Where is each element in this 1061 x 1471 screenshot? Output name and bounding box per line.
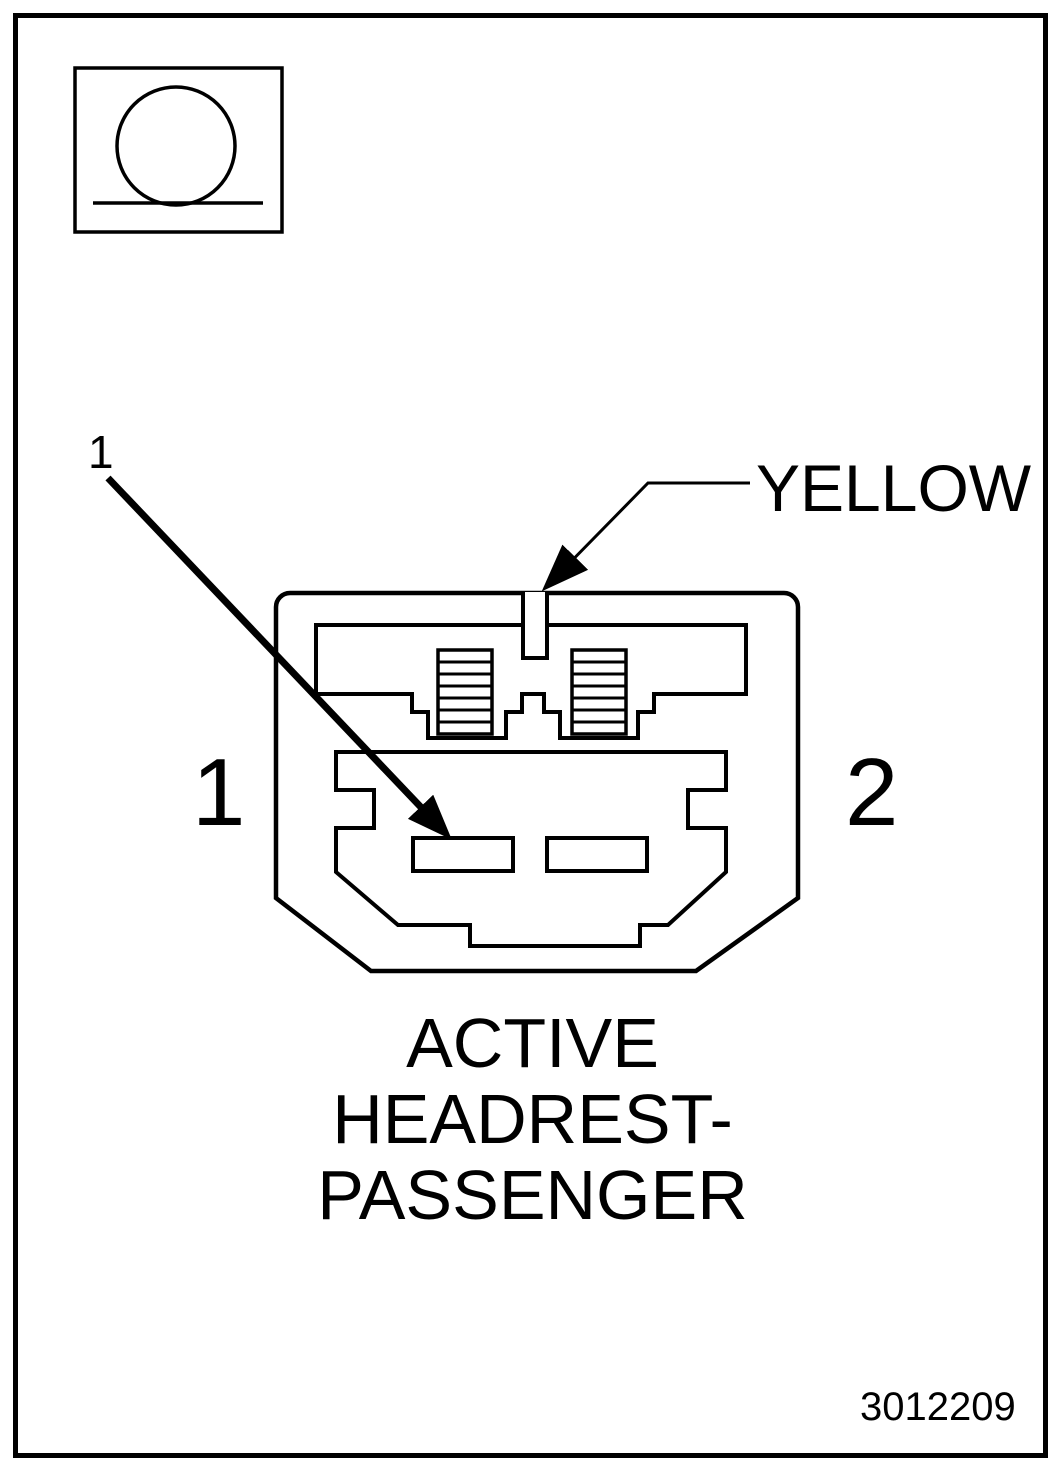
figure-number: 3012209 bbox=[860, 1385, 1016, 1429]
cavity-2-label: 2 bbox=[845, 739, 899, 846]
callout-1-arrow bbox=[105, 475, 452, 840]
center-key-slot bbox=[521, 592, 549, 660]
connector-name: ACTIVE HEADREST- PASSENGER bbox=[250, 1005, 815, 1233]
connector-name-line2: HEADREST- bbox=[332, 1080, 733, 1158]
ohm-icon-box bbox=[73, 66, 284, 234]
connector-name-line3: PASSENGER bbox=[317, 1156, 748, 1234]
wire-color-label: YELLOW bbox=[756, 451, 1032, 525]
terminal-retainer-outline bbox=[314, 623, 748, 740]
terminal-lock-left bbox=[436, 648, 494, 736]
terminal-lock-right-hatch bbox=[572, 660, 626, 724]
connector-face bbox=[273, 590, 801, 974]
terminal-lock-left-hatch bbox=[438, 660, 492, 724]
pin-cavity-1 bbox=[411, 836, 515, 873]
callout-1-label: 1 bbox=[88, 426, 114, 478]
ohm-resistance-icon bbox=[73, 66, 284, 234]
wire-color-leader-line bbox=[541, 481, 750, 592]
terminal-lock-right bbox=[570, 648, 628, 736]
connector-name-line1: ACTIVE bbox=[406, 1004, 659, 1082]
cavity-1-label: 1 bbox=[192, 739, 246, 846]
pin-cavity-2 bbox=[545, 836, 649, 873]
ohm-icon-circle bbox=[115, 85, 237, 207]
